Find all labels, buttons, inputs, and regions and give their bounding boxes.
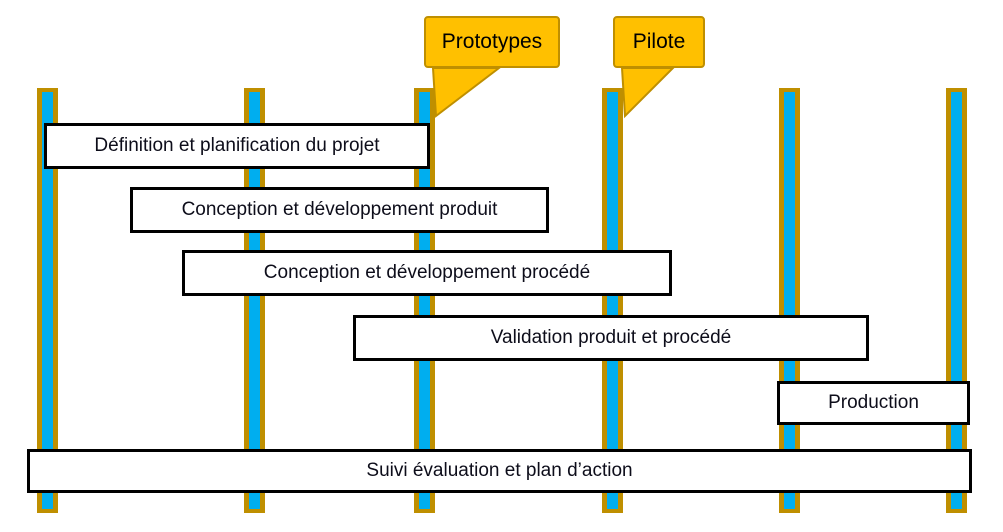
- phase-conception-produit[interactable]: Conception et développement produit: [130, 187, 549, 233]
- phase-box-label: Conception et développement produit: [181, 198, 498, 220]
- phase-box-label: Validation produit et procédé: [490, 326, 732, 348]
- milestone-bar-4[interactable]: [602, 88, 623, 513]
- phase-box-label: Conception et développement procédé: [263, 261, 591, 283]
- callout-prototypes[interactable]: Prototypes: [424, 16, 560, 118]
- callout-pilote-label: Pilote: [632, 30, 686, 53]
- phase-conception-procede[interactable]: Conception et développement procédé: [182, 250, 672, 296]
- phase-validation[interactable]: Validation produit et procédé: [353, 315, 869, 361]
- callout-prototypes-label: Prototypes: [441, 30, 543, 53]
- callout-pilote-tail: [620, 67, 676, 119]
- phase-definition[interactable]: Définition et planification du projet: [44, 123, 430, 169]
- phase-suivi[interactable]: Suivi évaluation et plan d’action: [27, 449, 972, 493]
- milestone-bar-1[interactable]: [37, 88, 58, 513]
- phase-box-label: Suivi évaluation et plan d’action: [366, 459, 633, 481]
- callout-prototypes-tail: [431, 67, 502, 118]
- phase-production[interactable]: Production: [777, 381, 970, 425]
- callout-prototypes-body[interactable]: Prototypes: [424, 16, 560, 68]
- callout-pilote-body[interactable]: Pilote: [613, 16, 705, 68]
- callout-pilote[interactable]: Pilote: [613, 16, 705, 119]
- phase-box-label: Production: [828, 391, 919, 413]
- phase-box-label: Définition et planification du projet: [94, 134, 380, 156]
